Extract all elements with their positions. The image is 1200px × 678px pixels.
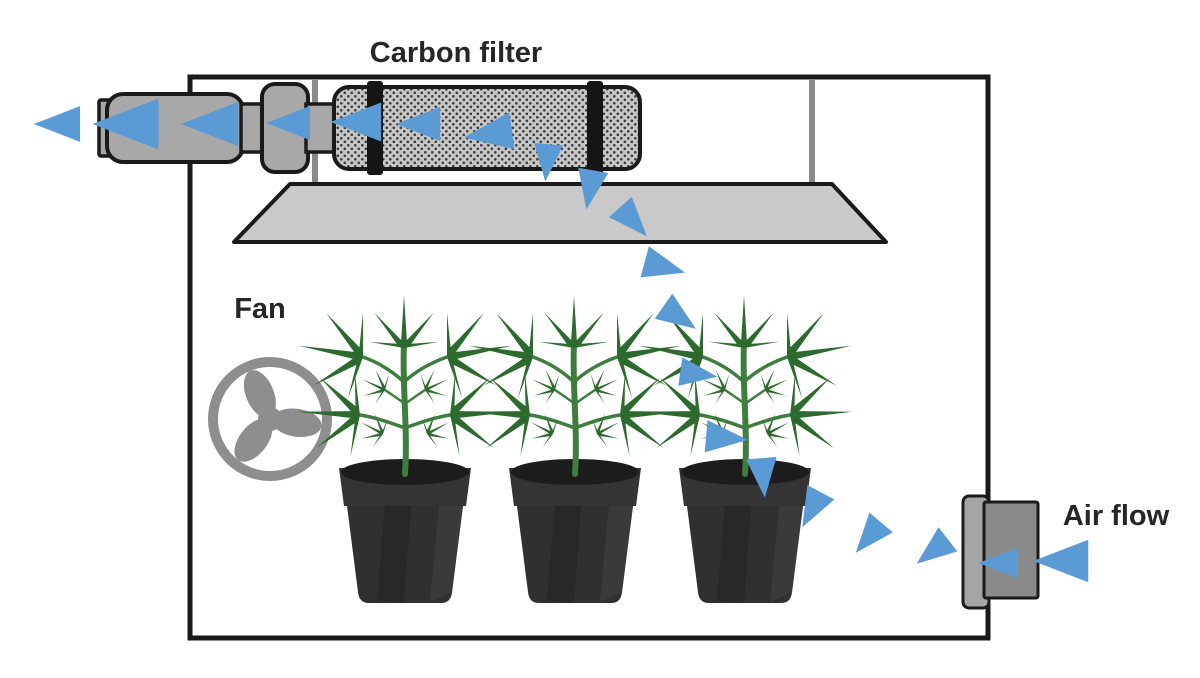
airflow-arrow-icon <box>640 246 686 278</box>
airflow-arrow-icon <box>916 527 958 564</box>
air-inlet-vent <box>961 494 1040 610</box>
airflow-arrow-icon <box>266 106 310 140</box>
plant-pot-3 <box>679 459 811 603</box>
grow-light-hood <box>232 182 888 244</box>
airflow-arrow-icon <box>181 101 239 147</box>
airflow-arrow-icon <box>463 112 515 150</box>
plant-pot-2 <box>509 459 641 603</box>
airflow-arrow-icon <box>33 106 81 142</box>
plant-pot-1 <box>339 459 471 603</box>
fan-label: Fan <box>234 293 286 325</box>
fan-blades <box>234 370 322 462</box>
airflow-arrow-icon <box>978 547 1018 579</box>
air-flow-label: Air flow <box>1063 500 1170 532</box>
airflow-arrow-icon <box>855 512 893 553</box>
airflow-arrow-icon <box>802 485 835 528</box>
airflow-arrow-icon <box>678 357 718 386</box>
airflow-arrow-icon <box>1033 539 1089 583</box>
carbon-filter-label: Carbon filter <box>370 37 542 69</box>
duct-neck-2 <box>304 102 338 154</box>
airflow-arrow-icon <box>578 167 609 210</box>
airflow-arrow-icon <box>92 98 159 150</box>
airflow-arrow-icon <box>608 196 647 237</box>
circulation-fan-icon <box>208 357 332 481</box>
inlet-duct <box>982 500 1040 600</box>
airflow-arrow-icon <box>654 293 696 329</box>
airflow-arrows-layer <box>33 98 1089 583</box>
airflow-arrow-icon <box>746 456 777 498</box>
airflow-arrow-icon <box>396 107 440 141</box>
airflow-arrow-icon <box>704 420 748 453</box>
filter-strap-right <box>587 81 603 175</box>
airflow-arrow-icon <box>330 102 382 142</box>
airflow-arrow-icon <box>534 142 563 182</box>
